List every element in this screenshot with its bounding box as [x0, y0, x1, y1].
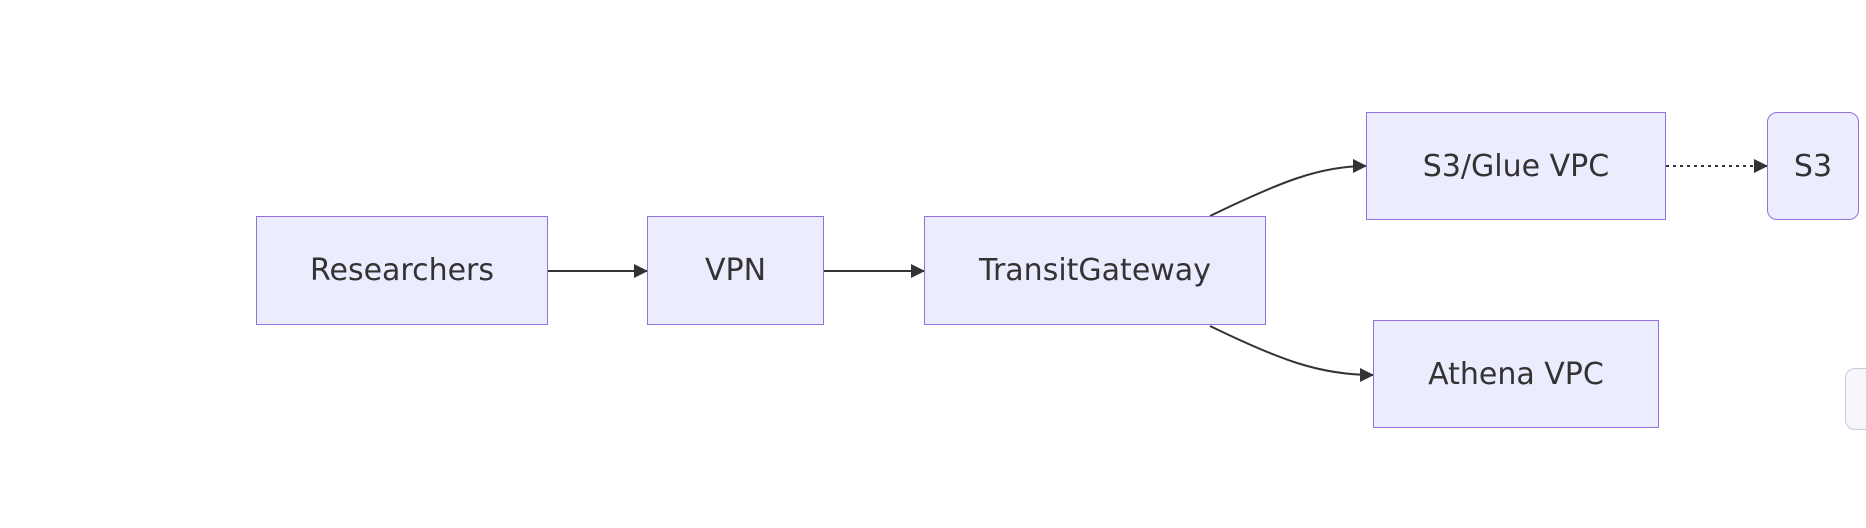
partial-offscreen-node	[1845, 368, 1866, 430]
node-vpn-label: VPN	[704, 253, 767, 288]
node-vpn[interactable]: VPN	[647, 216, 824, 325]
node-athena-vpc[interactable]: Athena VPC	[1373, 320, 1659, 428]
node-s3-label: S3	[1793, 148, 1833, 184]
node-researchers-label: Researchers	[309, 253, 495, 288]
node-s3-glue-vpc-label: S3/Glue VPC	[1422, 148, 1610, 184]
edge-transitgateway-to-s3glue	[1209, 159, 1367, 217]
node-athena-vpc-label: Athena VPC	[1428, 356, 1604, 392]
node-s3-glue-vpc[interactable]: S3/Glue VPC	[1366, 112, 1666, 220]
node-researchers[interactable]: Researchers	[256, 216, 548, 325]
edge-transitgateway-to-athena	[1209, 325, 1374, 382]
node-transitgateway[interactable]: TransitGateway	[924, 216, 1266, 325]
node-s3[interactable]: S3	[1767, 112, 1859, 220]
node-transitgateway-label: TransitGateway	[979, 253, 1211, 288]
